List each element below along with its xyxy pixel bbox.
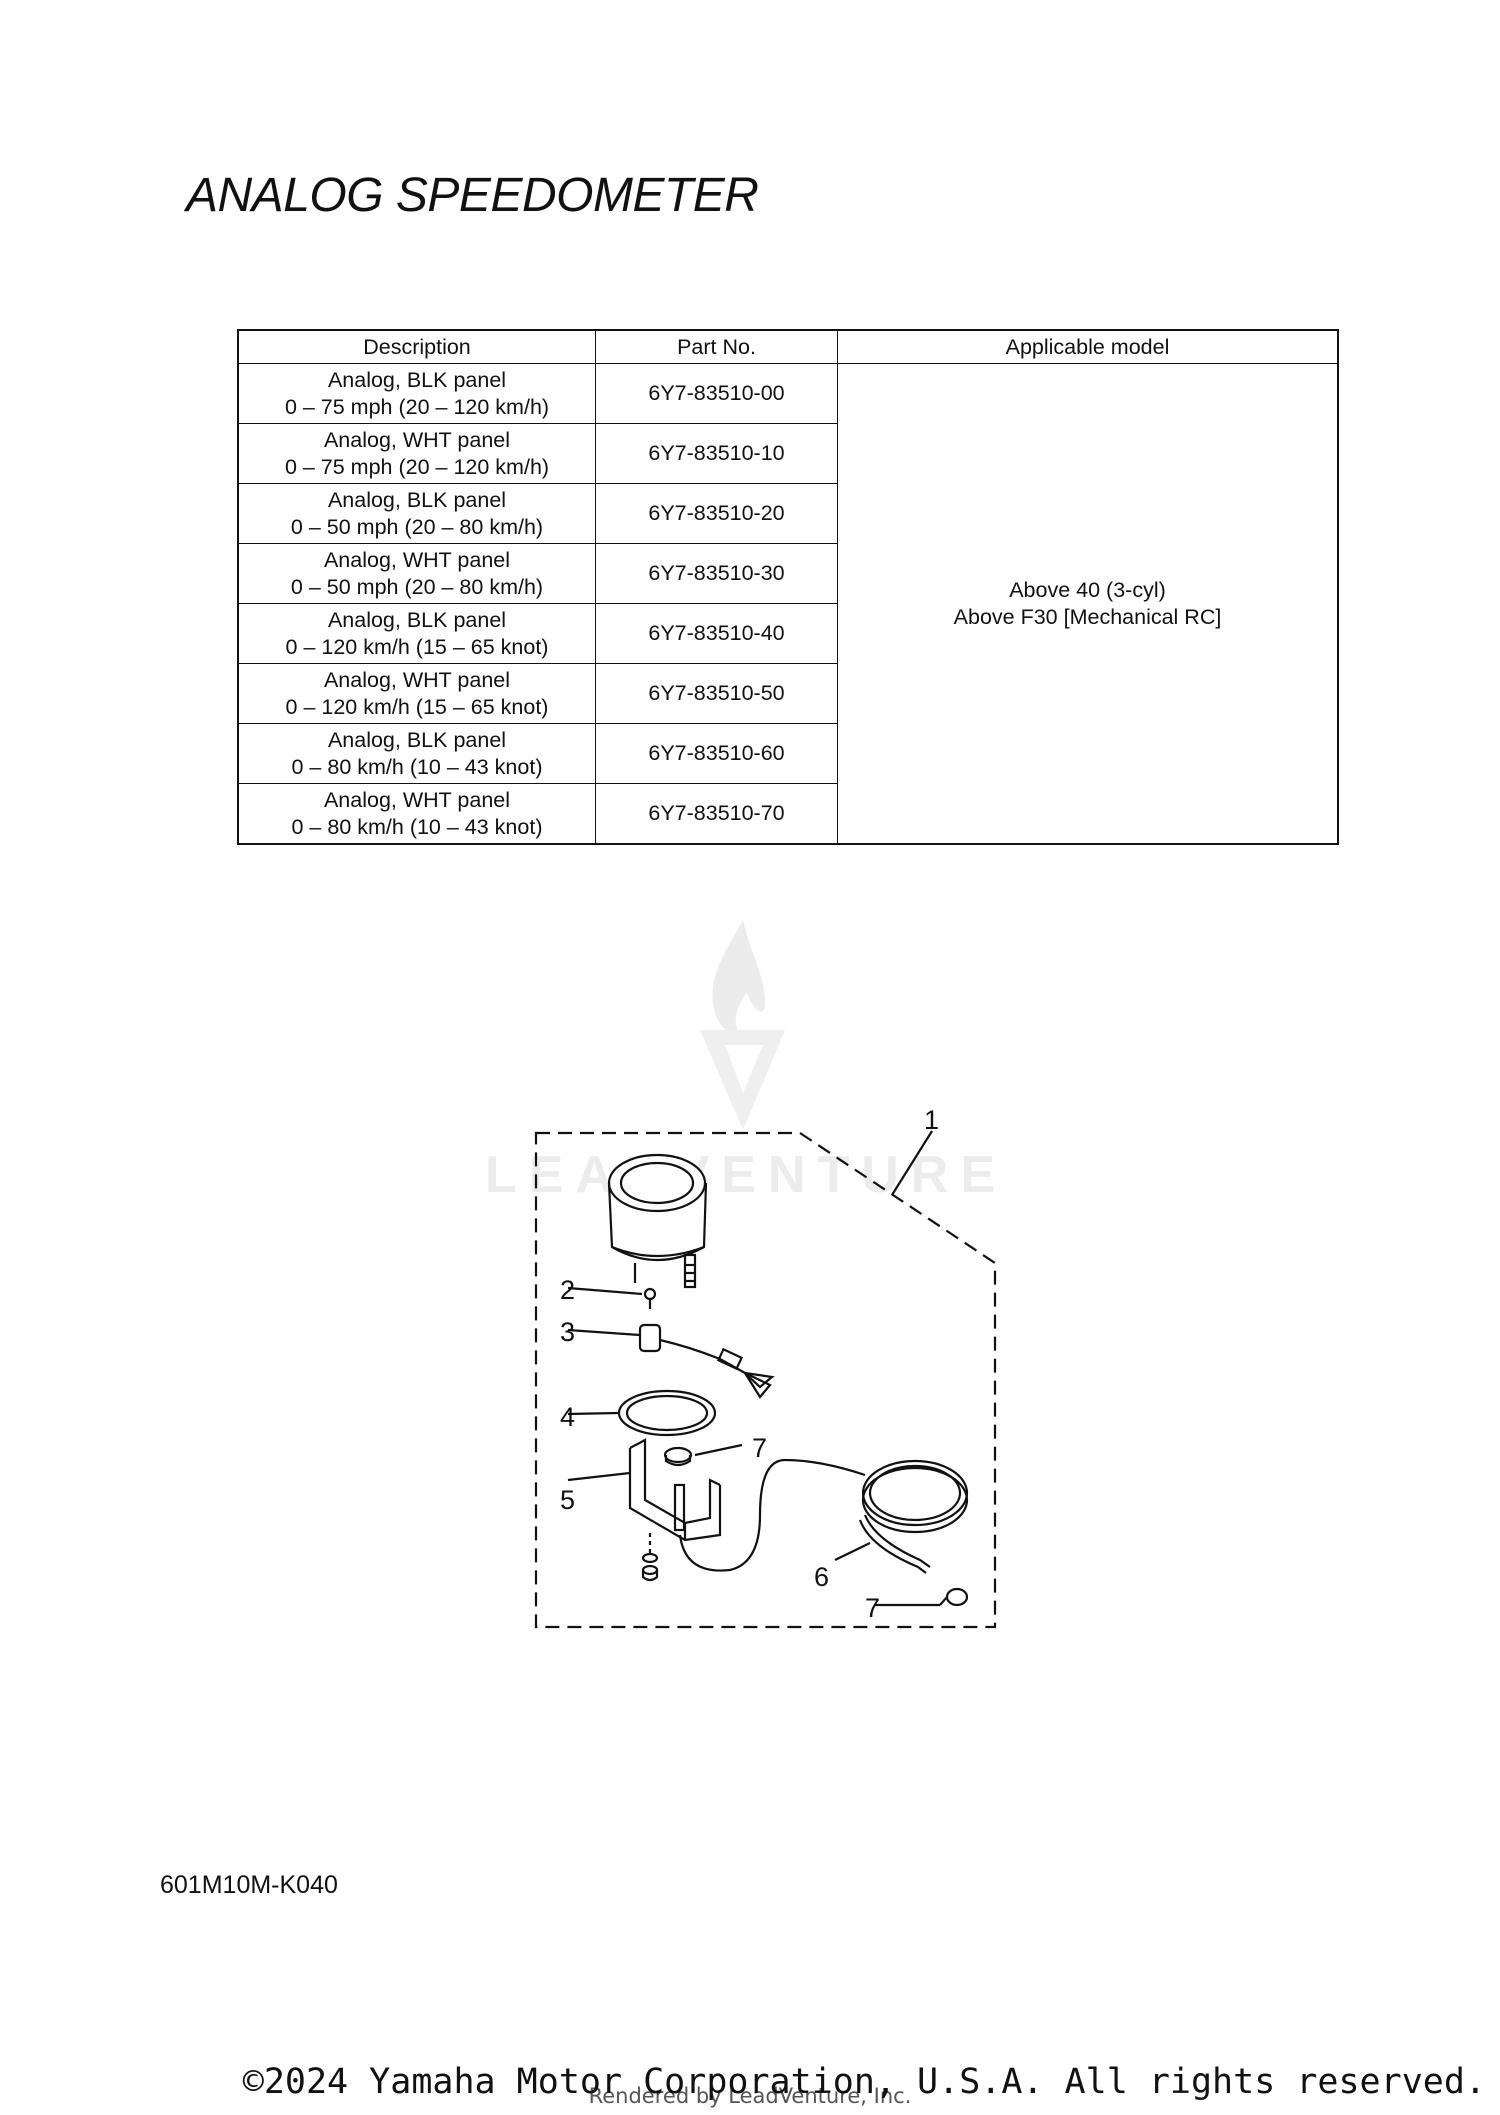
leadventure-watermark: LEADVENTURE (485, 915, 1005, 1205)
description-cell: Analog, BLK panel 0 – 80 km/h (10 – 43 k… (237, 723, 596, 784)
description-panel: Analog, WHT panel (323, 667, 511, 692)
callout-7-upper: 7 (752, 1433, 768, 1463)
description-range: 0 – 50 mph (20 – 80 km/h) (290, 514, 544, 539)
parts-diagram: 1 2 3 4 5 7 6 7 (520, 1105, 1020, 1645)
description-panel: Analog, BLK panel (327, 607, 507, 632)
table-row: Analog, WHT panel 0 – 50 mph (20 – 80 km… (237, 543, 1338, 604)
callout-1: 1 (924, 1105, 940, 1135)
applicable-model-line: Above 40 (3-cyl) (1009, 577, 1166, 602)
description-range: 0 – 120 km/h (15 – 65 knot) (285, 694, 549, 719)
part-number-cell: 6Y7-83510-50 (595, 663, 838, 724)
description-range: 0 – 75 mph (20 – 120 km/h) (284, 394, 550, 419)
callout-5: 5 (560, 1485, 576, 1515)
part-number-cell: 6Y7-83510-30 (595, 543, 838, 604)
description-range: 0 – 75 mph (20 – 120 km/h) (284, 454, 550, 479)
header-description: Description (237, 329, 596, 364)
description-cell: Analog, WHT panel 0 – 75 mph (20 – 120 k… (237, 423, 596, 484)
description-cell: Analog, BLK panel 0 – 75 mph (20 – 120 k… (237, 363, 596, 424)
part-number-cell: 6Y7-83510-20 (595, 483, 838, 544)
description-cell: Analog, WHT panel 0 – 120 km/h (15 – 65 … (237, 663, 596, 724)
description-range: 0 – 80 km/h (10 – 43 knot) (291, 814, 543, 839)
speedometer-exploded-view (534, 1130, 997, 1629)
table-row: Analog, WHT panel 0 – 80 km/h (10 – 43 k… (237, 783, 1338, 845)
rendered-by-notice: Rendered by LeadVenture, Inc. (588, 2084, 912, 2108)
document-code: 601M10M-K040 (160, 1871, 338, 1899)
description-range: 0 – 50 mph (20 – 80 km/h) (290, 574, 544, 599)
table-row: Analog, BLK panel 0 – 120 km/h (15 – 65 … (237, 603, 1338, 664)
header-part-no: Part No. (595, 329, 838, 364)
part-number-cell: 6Y7-83510-40 (595, 603, 838, 664)
header-applicable-model: Applicable model (837, 329, 1339, 364)
description-panel: Analog, BLK panel (327, 367, 507, 392)
table-row: Analog, BLK panel 0 – 50 mph (20 – 80 km… (237, 483, 1338, 544)
description-panel: Analog, BLK panel (327, 487, 507, 512)
copyright-notice: ©2024 Yamaha Motor Corporation, U.S.A. A… (242, 2062, 1486, 2102)
description-panel: Analog, WHT panel (323, 787, 511, 812)
description-range: 0 – 120 km/h (15 – 65 knot) (285, 634, 549, 659)
parts-table: Description Part No. Applicable model An… (237, 329, 1339, 845)
description-panel: Analog, BLK panel (327, 727, 507, 752)
applicable-model-cell: Above 40 (3-cyl) Above F30 [Mechanical R… (837, 363, 1339, 845)
description-panel: Analog, WHT panel (323, 547, 511, 572)
callout-6: 6 (814, 1562, 830, 1592)
applicable-model-line: Above F30 [Mechanical RC] (953, 604, 1222, 629)
watermark-text: LEADVENTURE (485, 1146, 1008, 1204)
part-number-cell: 6Y7-83510-70 (595, 783, 838, 845)
table-row: Analog, BLK panel 0 – 80 km/h (10 – 43 k… (237, 723, 1338, 784)
table-row: Analog, WHT panel 0 – 120 km/h (15 – 65 … (237, 663, 1338, 724)
description-cell: Analog, BLK panel 0 – 50 mph (20 – 80 km… (237, 483, 596, 544)
description-cell: Analog, BLK panel 0 – 120 km/h (15 – 65 … (237, 603, 596, 664)
callout-7-lower: 7 (865, 1593, 881, 1623)
description-cell: Analog, WHT panel 0 – 50 mph (20 – 80 km… (237, 543, 596, 604)
table-header-row: Description Part No. Applicable model (237, 329, 1339, 364)
part-number-cell: 6Y7-83510-10 (595, 423, 838, 484)
flame-logo-icon (700, 920, 785, 1130)
description-panel: Analog, WHT panel (323, 427, 511, 452)
part-number-cell: 6Y7-83510-00 (595, 363, 838, 424)
callout-2: 2 (560, 1275, 576, 1305)
description-cell: Analog, WHT panel 0 – 80 km/h (10 – 43 k… (237, 783, 596, 845)
description-range: 0 – 80 km/h (10 – 43 knot) (291, 754, 543, 779)
part-number-cell: 6Y7-83510-60 (595, 723, 838, 784)
page-title: ANALOG SPEEDOMETER (186, 169, 759, 222)
table-row: Analog, BLK panel 0 – 75 mph (20 – 120 k… (237, 363, 1339, 845)
callout-3: 3 (560, 1317, 576, 1347)
callout-4: 4 (560, 1402, 576, 1432)
